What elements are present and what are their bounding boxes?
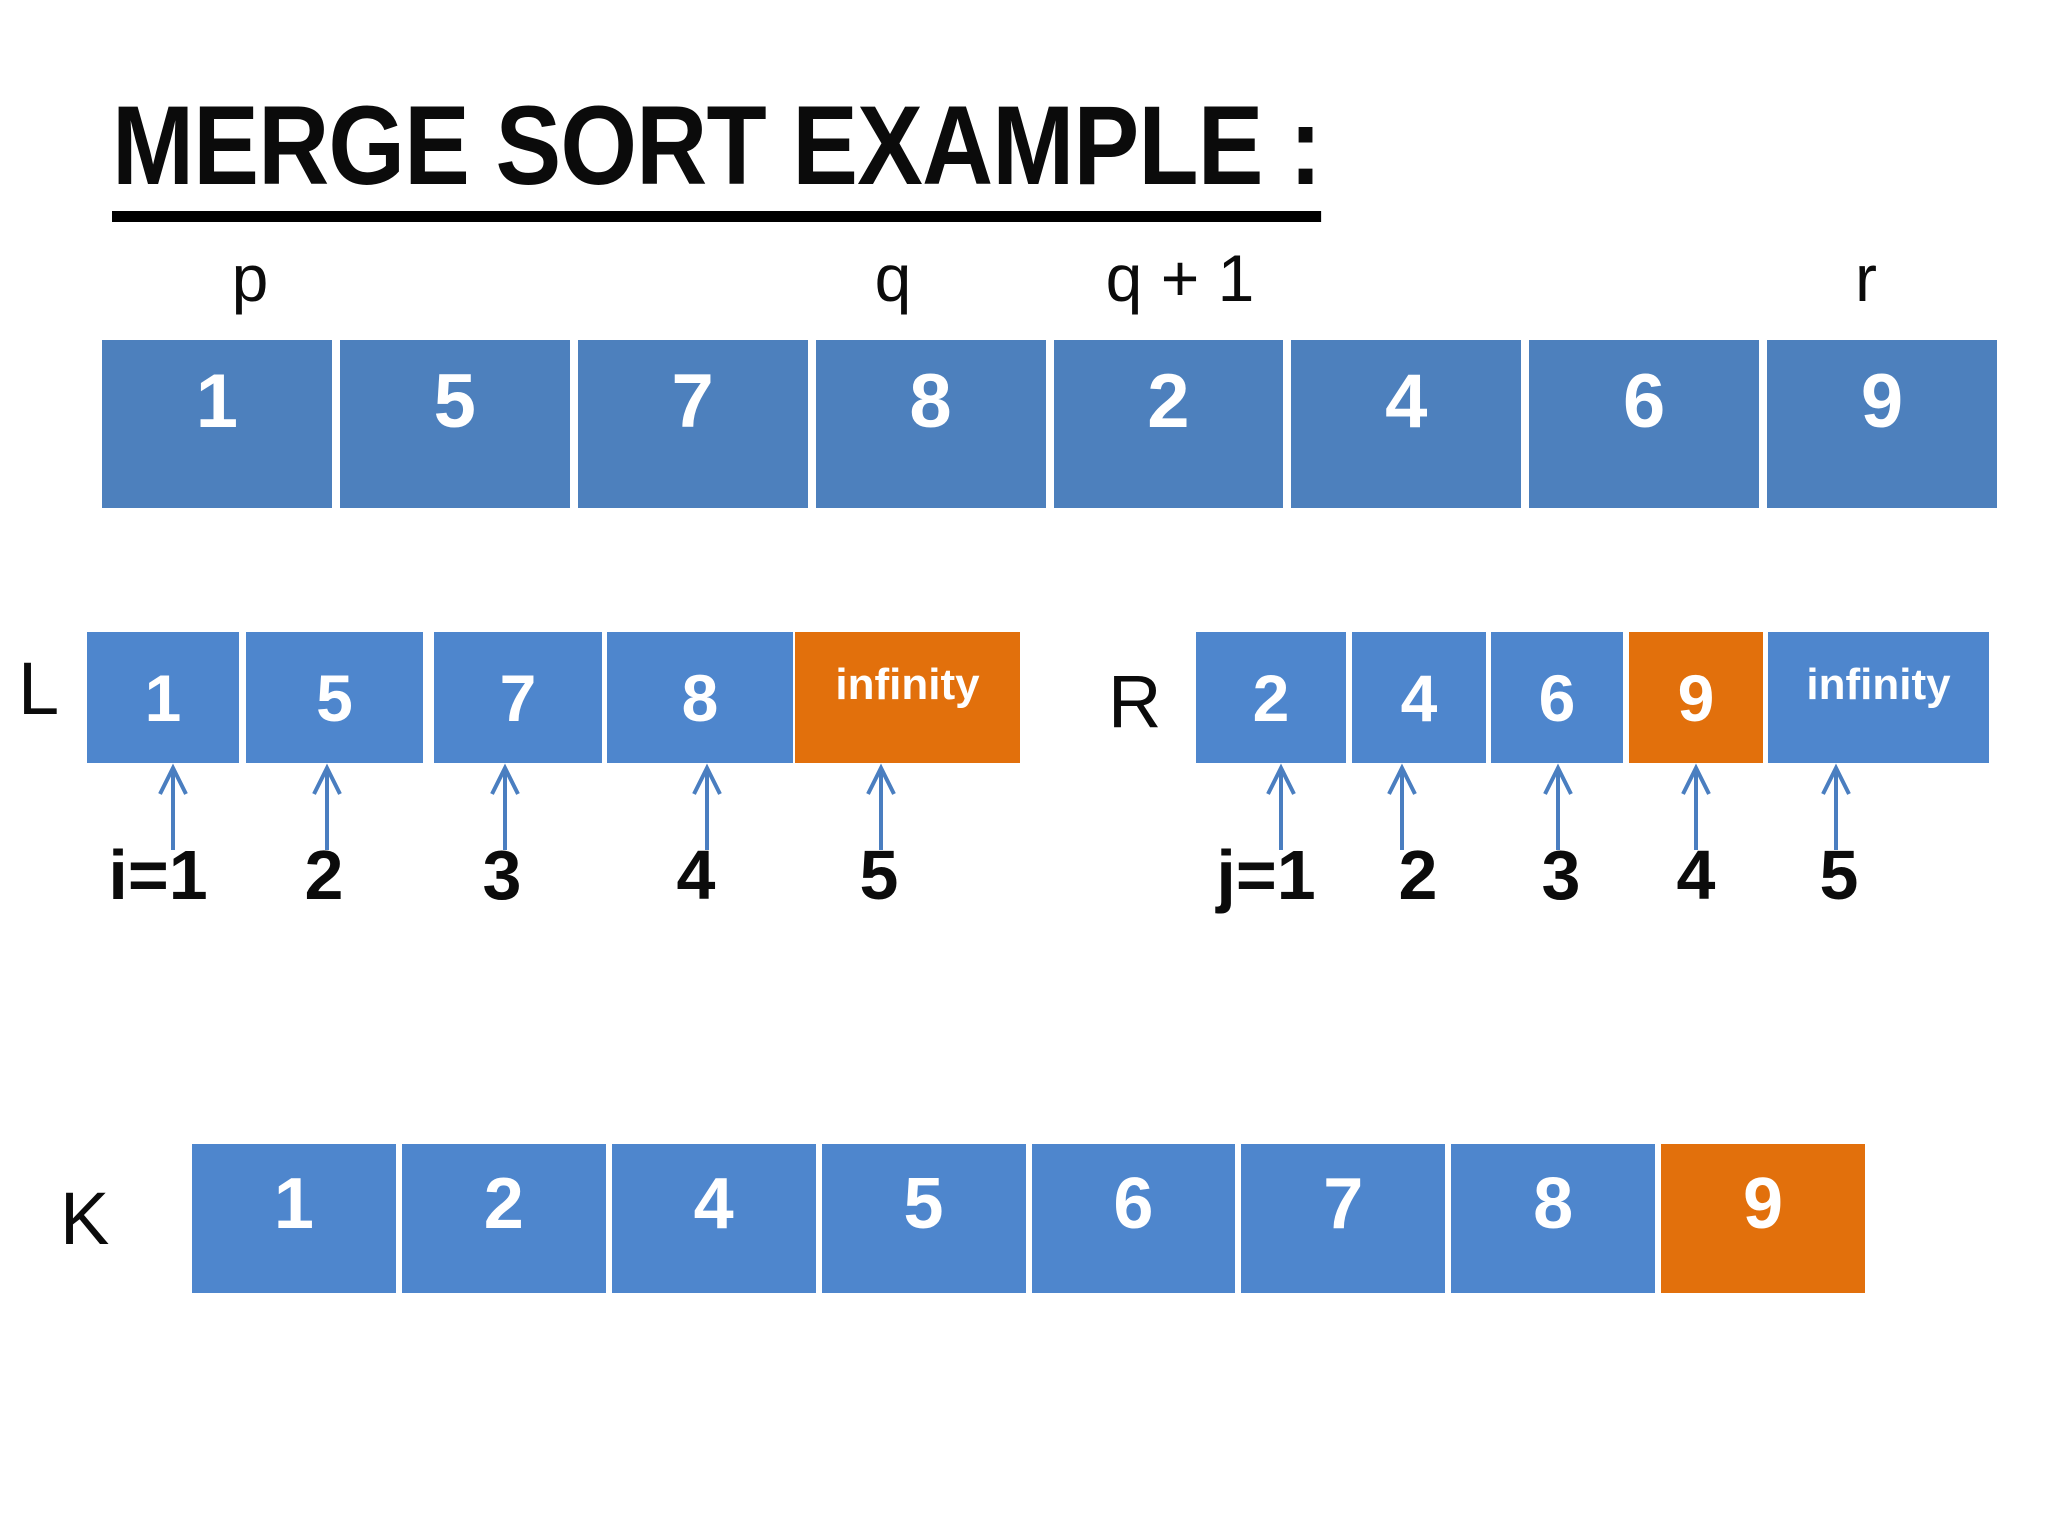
left-array-label: L	[18, 647, 60, 730]
cell-value: infinity	[1806, 659, 1951, 709]
main-array-cell: 6	[1529, 340, 1760, 508]
cell-value: 5	[903, 1164, 944, 1244]
pointer-label-q: q	[874, 241, 912, 315]
merged-array-cell: 7	[1241, 1144, 1446, 1293]
index-label: 5	[859, 836, 899, 914]
cell-value: 1	[273, 1164, 314, 1244]
cell-value: infinity	[835, 659, 980, 709]
index-label: 4	[676, 836, 716, 914]
cell-value: 9	[1677, 660, 1715, 735]
cell-value: 6	[1113, 1164, 1154, 1244]
cell-value: 5	[316, 660, 353, 735]
left-array-infinity-cell: infinity	[795, 632, 1020, 763]
cell-value: 8	[909, 359, 952, 444]
up-arrow-icon	[312, 763, 342, 850]
cell-value: 7	[671, 359, 714, 444]
merged-array-cell: 1	[192, 1144, 396, 1293]
cell-value: 8	[1533, 1164, 1574, 1244]
merged-array-cell: 6	[1031, 1144, 1236, 1293]
left-array-cell: 1	[87, 632, 239, 763]
merged-array-cell: 2	[401, 1144, 606, 1293]
cell-value: 5	[433, 359, 476, 444]
up-arrow-icon	[866, 763, 896, 850]
cell-value: 4	[1400, 660, 1438, 735]
up-arrow-icon	[692, 763, 722, 850]
up-arrow-icon	[1821, 763, 1851, 850]
pointer-label-r: r	[1855, 241, 1877, 315]
index-label: 4	[1676, 836, 1716, 914]
merged-array-cell: 8	[1451, 1144, 1656, 1293]
main-array-cell: 5	[339, 340, 570, 508]
main-array-cell: 7	[577, 340, 808, 508]
cell-value: 1	[144, 660, 182, 735]
up-arrow-icon	[1681, 763, 1711, 850]
up-arrow-icon	[1387, 763, 1417, 850]
cell-value: 6	[1538, 660, 1576, 735]
up-arrow-icon	[158, 763, 188, 850]
index-label: 3	[482, 836, 522, 914]
up-arrow-icon	[1543, 763, 1573, 850]
cell-value: 4	[693, 1164, 734, 1244]
cell-value: 9	[1860, 359, 1904, 444]
cell-value: 2	[1252, 660, 1290, 735]
merged-array-cell: 4	[611, 1144, 816, 1293]
left-array-cell: 7	[434, 632, 602, 763]
main-array: 1 5 7 8 2 4 6 9	[102, 340, 1997, 508]
index-label: 3	[1541, 836, 1581, 914]
cell-value: 9	[1743, 1164, 1784, 1244]
cell-value: 8	[681, 660, 719, 735]
index-label: 2	[1398, 836, 1438, 914]
right-array-cell: 4	[1352, 632, 1486, 763]
main-array-cell: 4	[1291, 340, 1522, 508]
main-array-cell: 1	[102, 340, 332, 508]
index-label-i: i=1	[108, 836, 208, 914]
page-title: MERGE SORT EXAMPLE :	[112, 84, 1322, 223]
cell-value: 2	[1147, 359, 1190, 444]
right-array-cell: 2	[1196, 632, 1346, 763]
cell-value: 7	[499, 660, 537, 735]
left-array-cell: 8	[607, 632, 793, 763]
pointer-label-q-plus-1: q + 1	[1105, 241, 1255, 315]
up-arrow-icon	[490, 763, 520, 850]
main-array-cell: 2	[1053, 340, 1284, 508]
index-label: 5	[1819, 836, 1859, 914]
cell-value: 2	[483, 1164, 524, 1244]
merged-array-label: K	[60, 1177, 110, 1260]
right-array-infinity-cell: infinity	[1768, 632, 1989, 763]
cell-value: 7	[1323, 1164, 1364, 1244]
main-array-cell: 9	[1767, 340, 1997, 508]
pointer-label-p: p	[231, 241, 269, 315]
index-label: 2	[304, 836, 344, 914]
cell-value: 1	[195, 359, 239, 444]
right-array-cell: 6	[1491, 632, 1623, 763]
up-arrow-icon	[1266, 763, 1296, 850]
index-label-j: j=1	[1216, 836, 1316, 914]
right-array-highlight-cell: 9	[1629, 632, 1763, 763]
merged-array-highlight-cell: 9	[1661, 1144, 1865, 1293]
cell-value: 6	[1623, 359, 1666, 444]
right-array-label: R	[1108, 660, 1162, 743]
cell-value: 4	[1385, 359, 1428, 444]
main-array-cell: 8	[815, 340, 1046, 508]
merged-array: 1 2 4 5 6 7 8 9	[192, 1144, 1865, 1293]
left-array-cell: 5	[246, 632, 423, 763]
merged-array-cell: 5	[821, 1144, 1026, 1293]
